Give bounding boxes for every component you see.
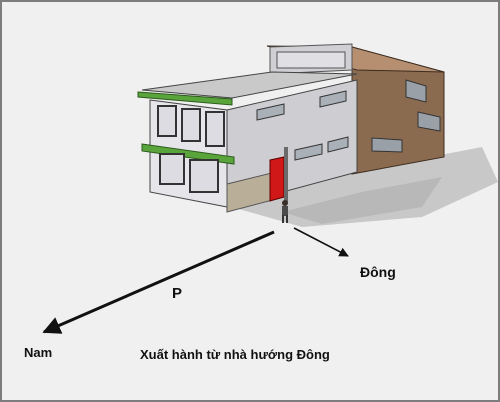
label-path: P bbox=[172, 285, 182, 302]
arrow-south bbox=[42, 230, 275, 334]
arrow-east bbox=[293, 227, 349, 257]
house-illustration bbox=[137, 43, 445, 213]
caption: Xuất hành từ nhà hướng Đông bbox=[140, 347, 330, 362]
label-east: Đông bbox=[360, 264, 396, 280]
house-shadow bbox=[232, 147, 498, 227]
label-south: Nam bbox=[24, 345, 52, 360]
person-figure bbox=[282, 200, 288, 223]
